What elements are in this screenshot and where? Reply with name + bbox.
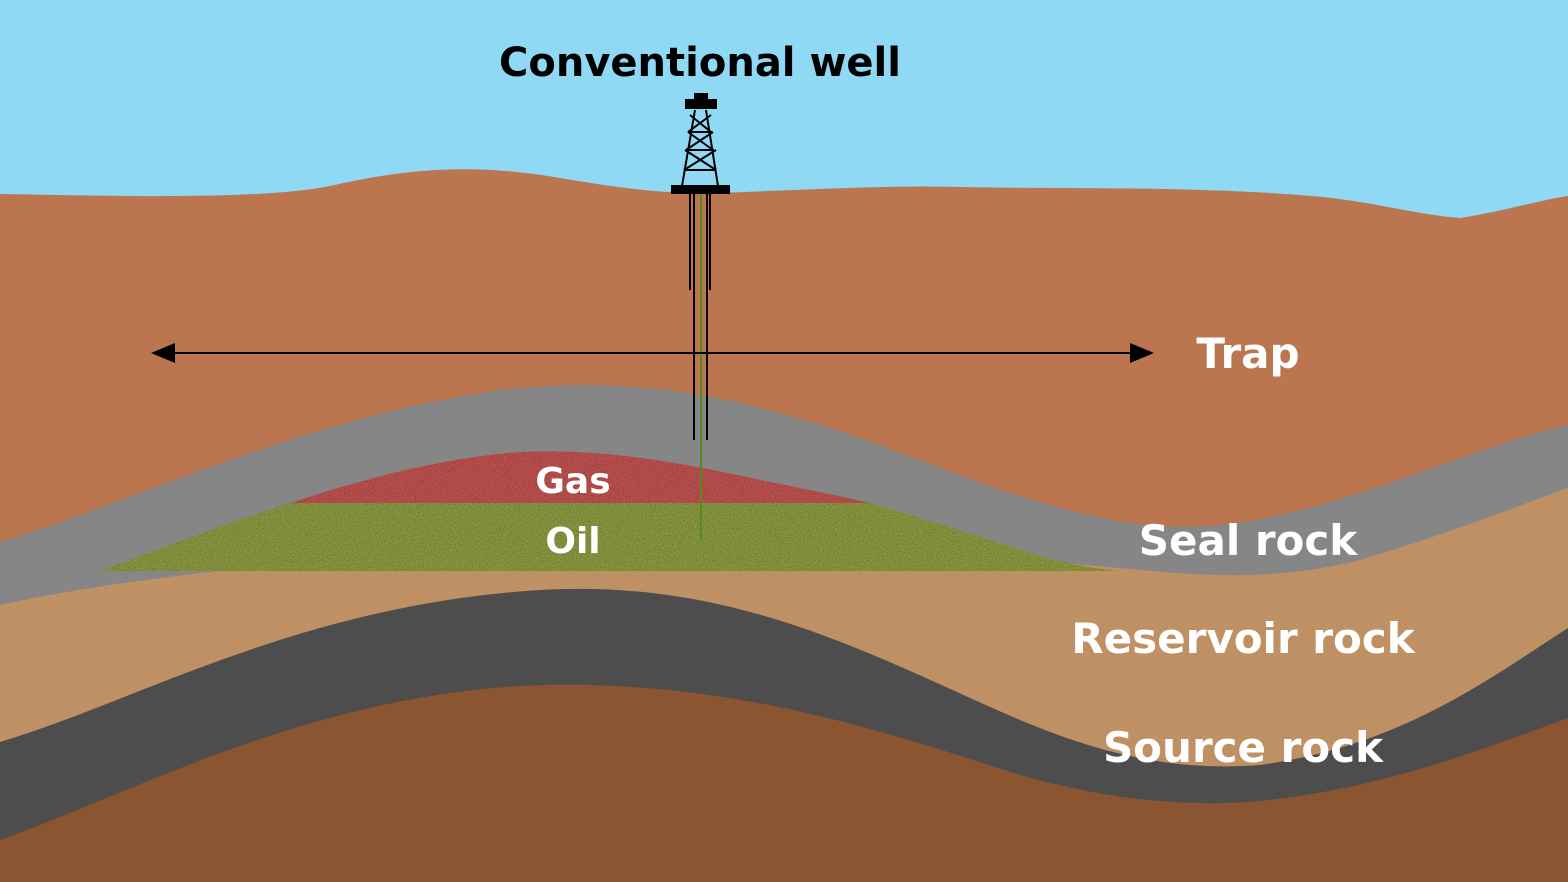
oil-label: Oil <box>545 521 600 562</box>
gas-label: Gas <box>535 461 610 502</box>
source-rock-label: Source rock <box>1103 723 1384 772</box>
diagram-title: Conventional well <box>499 40 901 86</box>
seal-rock-label: Seal rock <box>1139 516 1359 565</box>
trap-label: Trap <box>1196 329 1299 378</box>
reservoir-rock-label: Reservoir rock <box>1071 614 1415 663</box>
